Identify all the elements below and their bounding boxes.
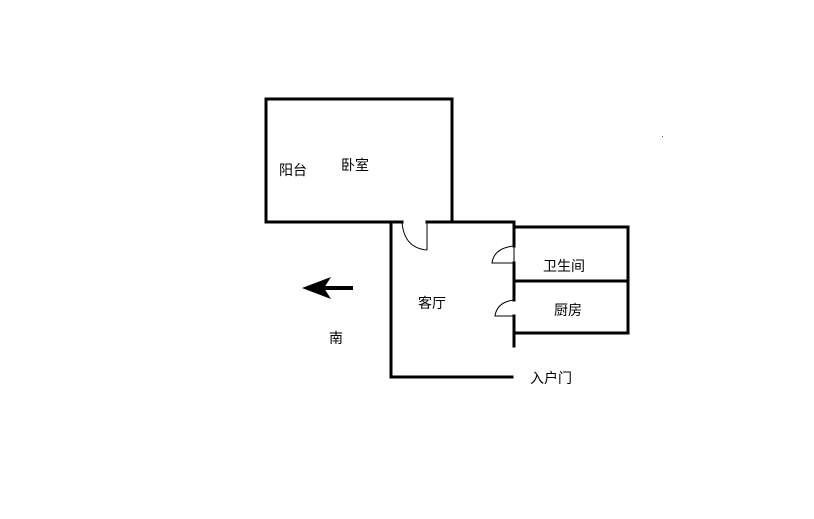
living-room-walls xyxy=(389,220,516,379)
speck-mark xyxy=(662,136,663,137)
balcony-label: 阳台 xyxy=(279,163,307,179)
bathroom-label: 卫生间 xyxy=(543,259,585,275)
service-rooms-walls xyxy=(512,225,630,335)
bedroom-walls xyxy=(264,97,454,224)
compass-south-label: 南 xyxy=(329,331,343,347)
bedroom-label: 卧室 xyxy=(341,157,369,174)
bedroom-door xyxy=(401,221,428,251)
living-room-label: 客厅 xyxy=(418,295,446,312)
arrow-left-icon xyxy=(302,277,353,299)
kitchen-door xyxy=(494,299,515,317)
entrance-door-label: 入户门 xyxy=(530,370,572,387)
bathroom-door xyxy=(491,245,515,264)
kitchen-label: 厨房 xyxy=(554,303,582,319)
